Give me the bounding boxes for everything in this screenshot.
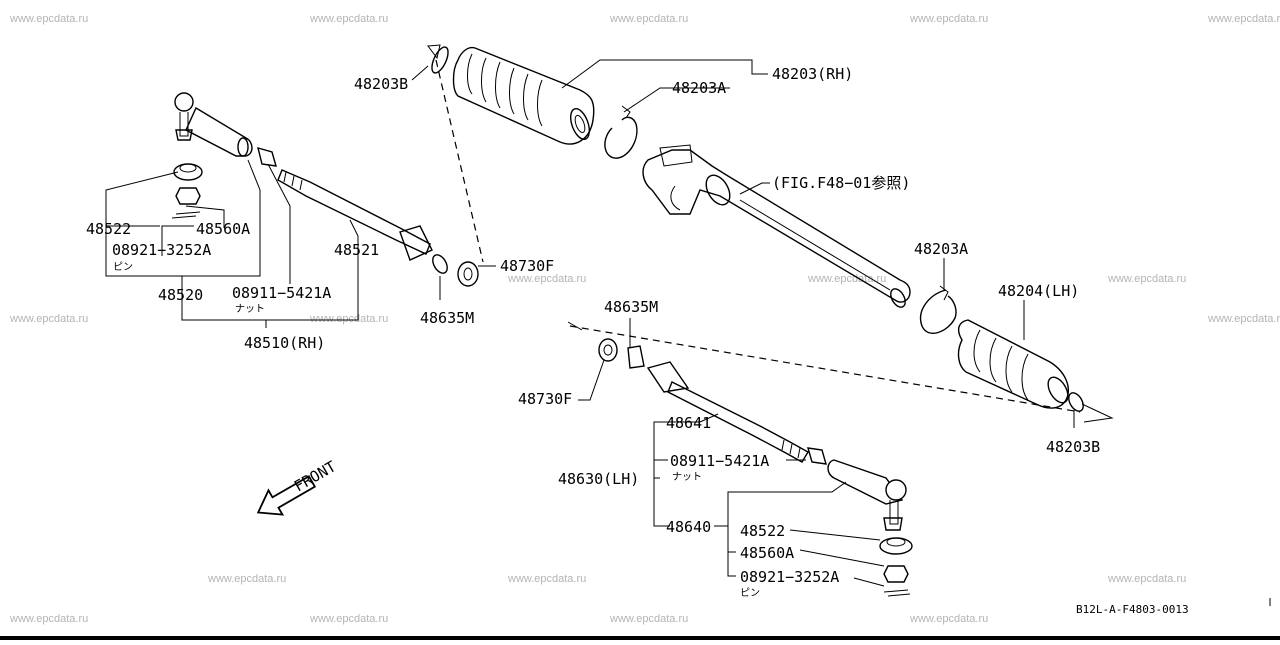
- label-48635M-lh: 48635M: [604, 298, 658, 316]
- watermark: www.epcdata.ru: [9, 313, 88, 325]
- leader-lines: [105, 59, 1075, 587]
- rh-washer-48635M: [432, 254, 448, 274]
- lh-inner-tie-rod-48641: [646, 361, 809, 463]
- label-48203-rh: 48203(RH): [772, 65, 853, 83]
- part-labels: 48203B 48203(RH) 48203A (FIG.F48−01参照) 4…: [86, 65, 1100, 599]
- watermark: www.epcdata.ru: [1207, 313, 1280, 325]
- label-fig-reference: (FIG.F48−01参照): [772, 174, 910, 192]
- rh-castle-nut-48560A: [175, 187, 201, 205]
- label-48522-rh: 48522: [86, 220, 131, 238]
- clip-48203A-top: [604, 116, 638, 159]
- label-48640: 48640: [666, 518, 711, 536]
- watermark: www.epcdata.ru: [309, 13, 388, 25]
- label-pin-rh: ピン: [113, 261, 133, 273]
- watermark-layer: www.epcdata.ru www.epcdata.ru www.epcdat…: [9, 13, 1280, 625]
- watermark: www.epcdata.ru: [309, 613, 388, 625]
- label-48730F-lh: 48730F: [518, 390, 572, 408]
- label-48522-lh: 48522: [740, 522, 785, 540]
- watermark: www.epcdata.ru: [507, 573, 586, 585]
- clip-tab: [621, 105, 631, 119]
- label-08911-lh: 08911−5421A: [670, 452, 769, 470]
- rh-boot-seal-48522: [173, 163, 203, 181]
- bottom-border: [0, 636, 1280, 640]
- lh-castle-nut-48560A: [883, 565, 909, 583]
- label-48203A-lh: 48203A: [914, 240, 968, 258]
- watermark: www.epcdata.ru: [507, 273, 586, 285]
- lh-boot-seal-48522: [879, 537, 913, 555]
- label-nut-rh: ナット: [235, 303, 265, 315]
- watermark: www.epcdata.ru: [909, 613, 988, 625]
- label-48204-lh: 48204(LH): [998, 282, 1079, 300]
- dashed-alignment-line-rh: [435, 59, 484, 263]
- rh-jam-nut: [257, 146, 277, 167]
- label-48203B-lh: 48203B: [1046, 438, 1100, 456]
- label-48635M-rh: 48635M: [420, 309, 474, 327]
- label-48730F-top: 48730F: [500, 257, 554, 275]
- watermark: www.epcdata.ru: [9, 613, 88, 625]
- steering-gear-housing: [642, 144, 911, 308]
- label-48641: 48641: [666, 414, 711, 432]
- label-48630-lh: 48630(LH): [558, 470, 639, 488]
- rh-inner-tie-rod-48521: [277, 169, 433, 261]
- label-pin-lh: ピン: [740, 587, 760, 599]
- lh-washer-48635M: [627, 345, 645, 369]
- lh-boot-48204: [957, 319, 1069, 409]
- lh-jam-nut: [807, 447, 827, 465]
- ring-48203B-lh: [1068, 392, 1084, 412]
- watermark: www.epcdata.ru: [909, 13, 988, 25]
- watermark: www.epcdata.ru: [9, 13, 88, 25]
- label-48510-rh: 48510(RH): [244, 334, 325, 352]
- watermark: www.epcdata.ru: [1107, 273, 1186, 285]
- rh-lock-washer-48730F: [457, 261, 479, 287]
- front-label: FRONT: [291, 457, 339, 495]
- front-arrow-icon: [256, 475, 317, 516]
- alignment-lines: [427, 44, 1114, 423]
- watermark: www.epcdata.ru: [1107, 573, 1186, 585]
- label-08911-rh: 08911−5421A: [232, 284, 331, 302]
- label-48560A-rh: 48560A: [196, 220, 250, 238]
- watermark: www.epcdata.ru: [1207, 13, 1280, 25]
- clip-48203A-lh: [919, 289, 957, 335]
- rh-boot-48203: [452, 46, 595, 145]
- label-48521: 48521: [334, 241, 379, 259]
- clip-tab: [939, 285, 949, 301]
- lh-lock-washer-48730F: [598, 338, 618, 362]
- watermark: www.epcdata.ru: [609, 613, 688, 625]
- label-48203A-top: 48203A: [672, 79, 726, 97]
- label-48560A-lh: 48560A: [740, 544, 794, 562]
- rh-tie-rod-end: [174, 92, 253, 157]
- watermark: www.epcdata.ru: [309, 313, 388, 325]
- drawing-code: B12L-A-F4803-0013: [1076, 603, 1189, 616]
- label-08921-lh: 08921−3252A: [740, 568, 839, 586]
- watermark: www.epcdata.ru: [807, 273, 886, 285]
- label-48520: 48520: [158, 286, 203, 304]
- alignment-arrowhead: [1081, 403, 1114, 423]
- label-nut-lh: ナット: [672, 471, 702, 483]
- lh-cotter-pin: [883, 589, 911, 597]
- lh-tie-rod-end: [827, 459, 907, 531]
- watermark: www.epcdata.ru: [207, 573, 286, 585]
- label-48203B-top: 48203B: [354, 75, 408, 93]
- label-08921-rh: 08921−3252A: [112, 241, 211, 259]
- ring-48203B-top: [431, 46, 449, 74]
- dashed-alignment-line-lh: [569, 325, 1081, 413]
- watermark: www.epcdata.ru: [609, 13, 688, 25]
- rh-cotter-pin: [171, 211, 201, 219]
- alignment-arrowhead: [567, 321, 583, 331]
